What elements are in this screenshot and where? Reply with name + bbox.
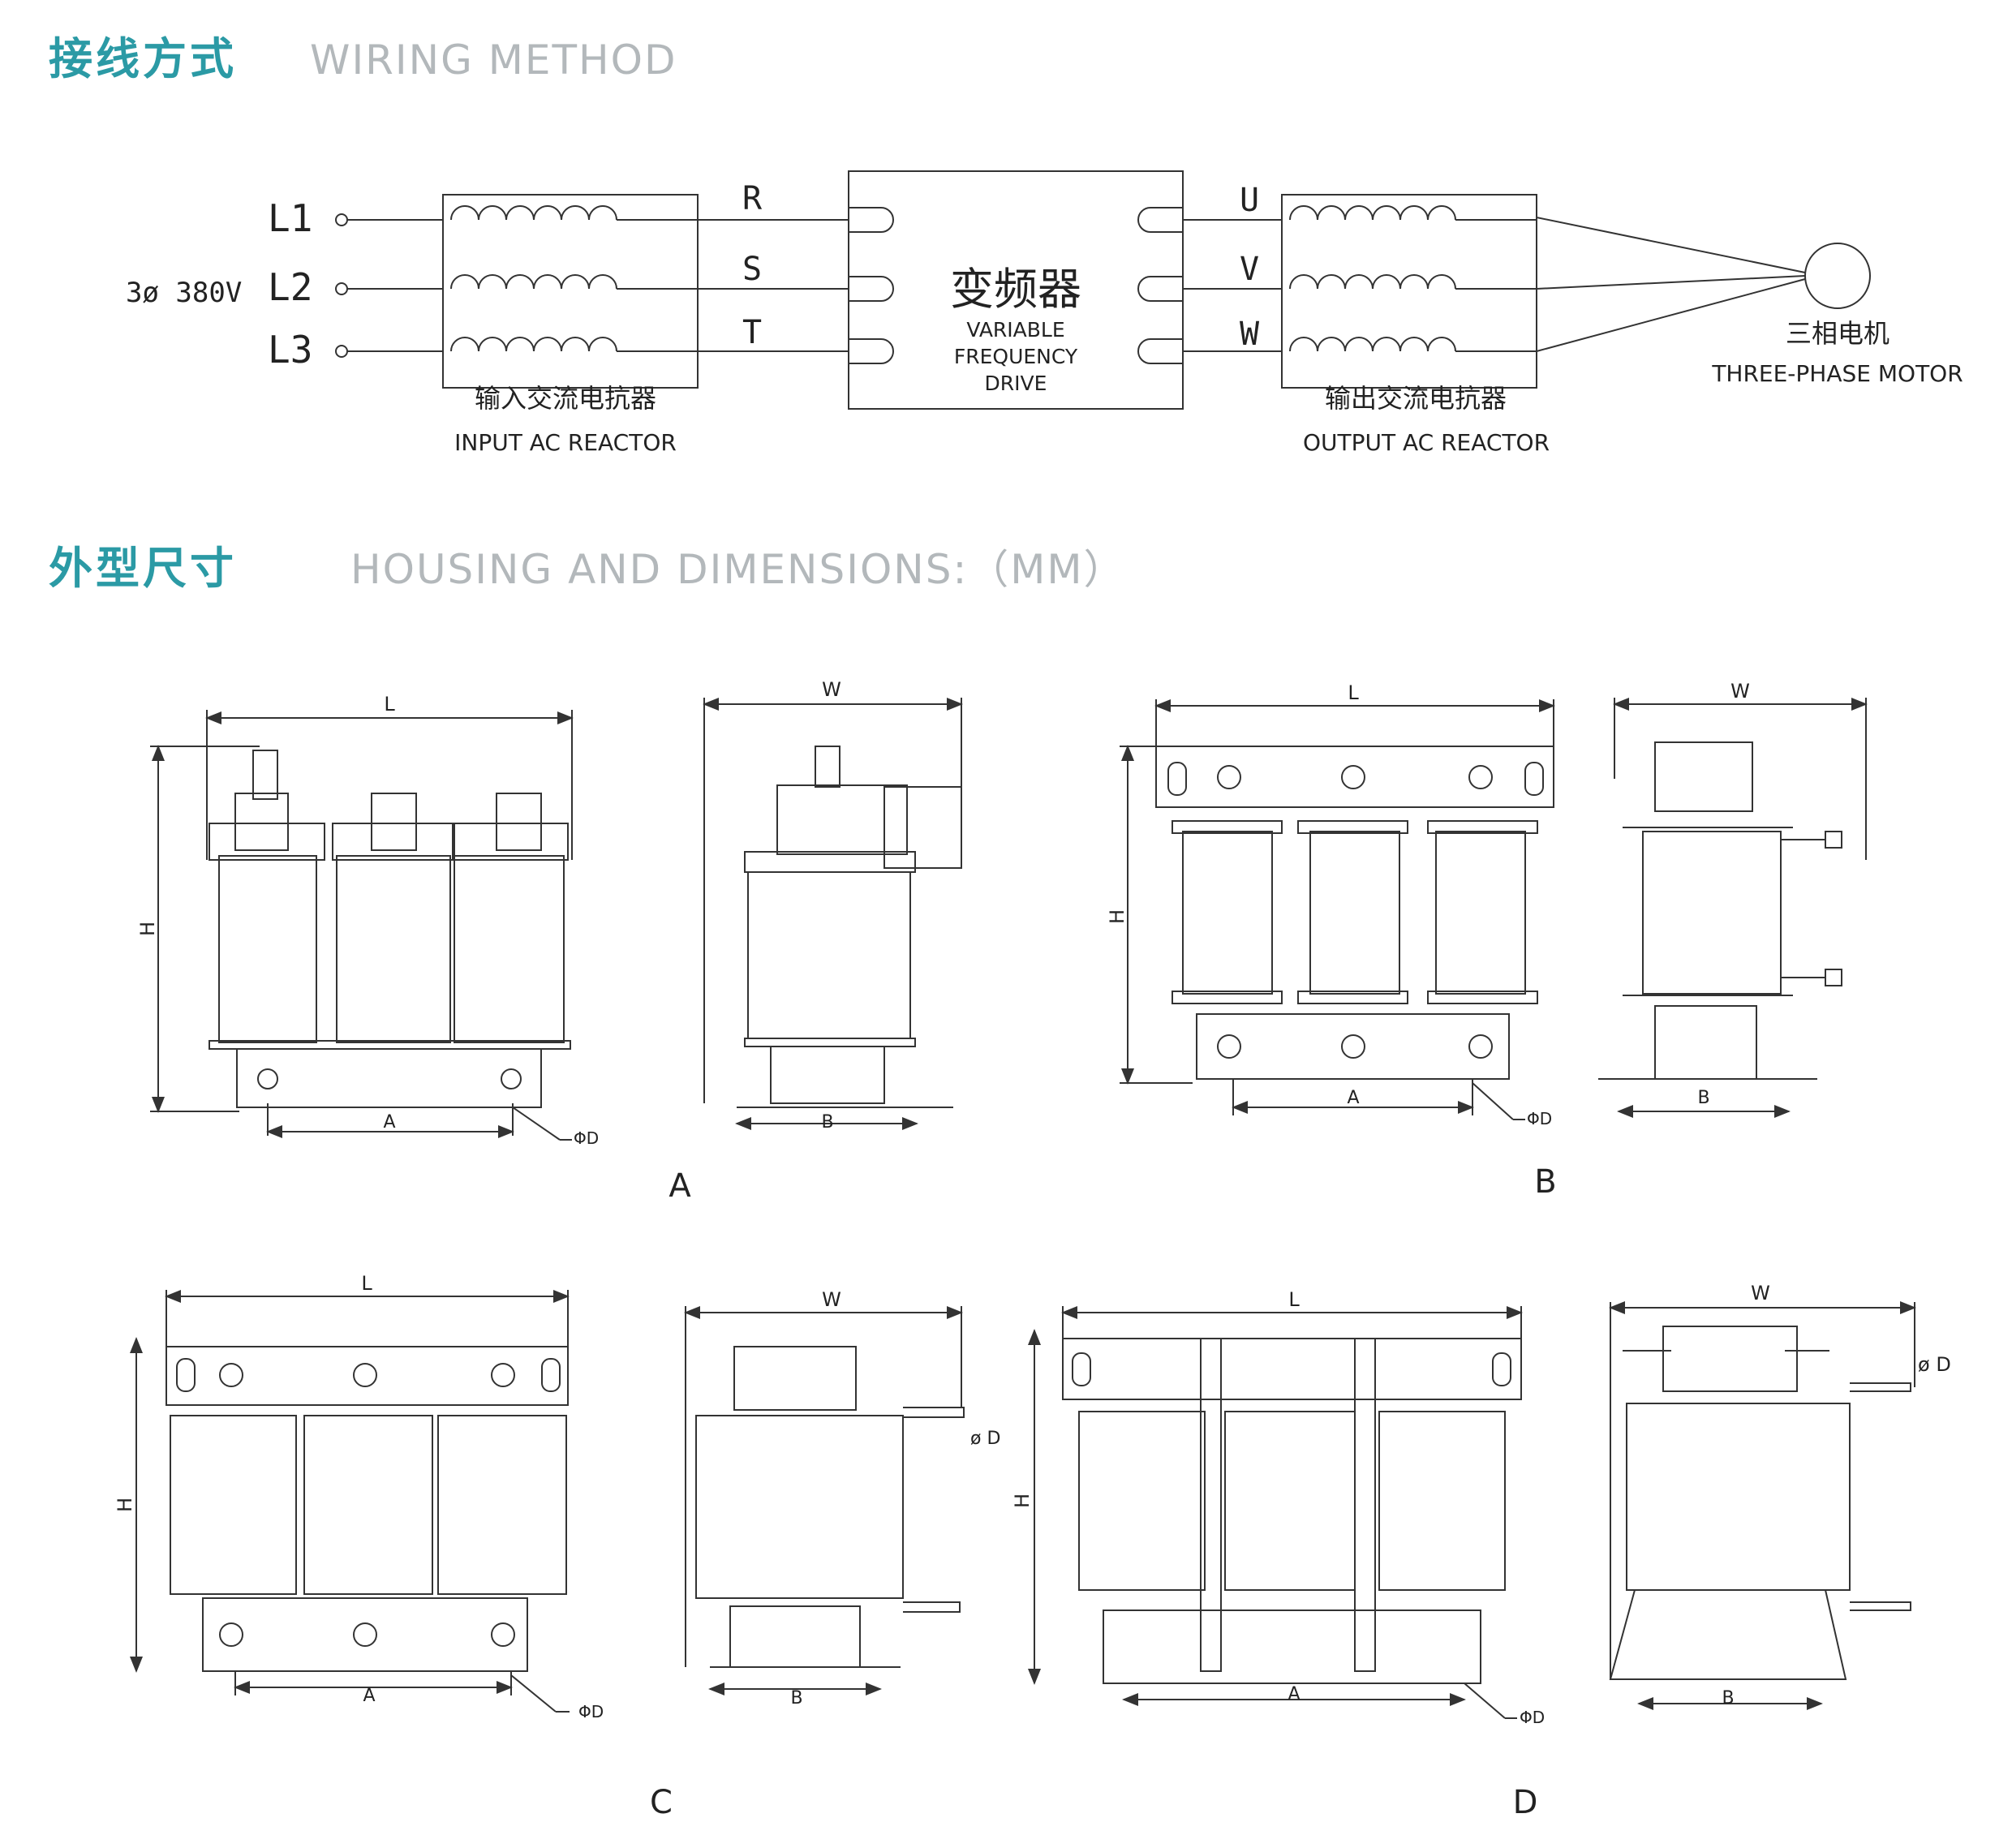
type-c-b-label: B bbox=[790, 1688, 802, 1708]
line-label-l1: L1 bbox=[268, 196, 312, 240]
type-c-phid-label: ΦD bbox=[578, 1702, 604, 1721]
drive-output-v: V bbox=[1240, 251, 1259, 288]
type-b-label: B bbox=[1534, 1163, 1556, 1201]
output-reactor-box bbox=[1281, 194, 1537, 389]
drive-input-s: S bbox=[742, 251, 762, 288]
wiring-diagram: 3ø 380V L1 L2 L3 输入交流电抗器 INPUT AC REACTO… bbox=[126, 170, 1963, 456]
drive-input-t: T bbox=[742, 314, 762, 351]
line-label-l3: L3 bbox=[268, 328, 312, 372]
drive-label-en-2: FREQUENCY bbox=[954, 345, 1078, 368]
type-a-phid-label: ΦD bbox=[574, 1128, 599, 1148]
output-reactor-label-en: OUTPUT AC REACTOR bbox=[1303, 429, 1550, 456]
wiring-title-zh: 接线方式 bbox=[49, 33, 237, 84]
type-a-w-label: W bbox=[822, 678, 841, 701]
type-d-h-label: H bbox=[1011, 1493, 1034, 1508]
input-reactor-box bbox=[442, 194, 699, 389]
type-c-w-label: W bbox=[822, 1288, 841, 1311]
type-d-phid-label: ΦD bbox=[1520, 1708, 1545, 1727]
type-a-label: A bbox=[669, 1167, 691, 1205]
type-b-b-label: B bbox=[1697, 1088, 1709, 1108]
wiring-title-en: WIRING METHOD bbox=[310, 37, 677, 84]
type-d-a-label: A bbox=[1288, 1684, 1300, 1704]
input-reactor-label-en: INPUT AC REACTOR bbox=[454, 429, 677, 456]
type-c-front-view bbox=[130, 1290, 570, 1713]
output-lines bbox=[1183, 219, 1282, 352]
type-c-a-label: A bbox=[363, 1686, 375, 1706]
input-lines bbox=[698, 219, 849, 352]
type-c-h-label: H bbox=[114, 1498, 136, 1512]
drive-label-en-1: VARIABLE bbox=[966, 318, 1064, 342]
drive-input-r: R bbox=[742, 180, 763, 217]
type-a-a-label: A bbox=[383, 1112, 395, 1132]
type-a-l-label: L bbox=[384, 693, 395, 716]
line-label-l2: L2 bbox=[268, 265, 312, 309]
type-a-b-label: B bbox=[821, 1112, 833, 1132]
type-a-front-view bbox=[150, 710, 574, 1141]
type-c-l-label: L bbox=[361, 1272, 372, 1295]
motor-label-zh: 三相电机 bbox=[1786, 318, 1889, 349]
type-b-l-label: L bbox=[1348, 681, 1359, 704]
type-c-phid-side-label: ø D bbox=[970, 1429, 1000, 1449]
type-b-w-label: W bbox=[1730, 680, 1750, 703]
housing-title-zh: 外型尺寸 bbox=[49, 543, 237, 594]
type-c-label: C bbox=[650, 1784, 673, 1821]
type-b-h-label: H bbox=[1106, 909, 1129, 924]
housing-heading: 外型尺寸 HOUSING AND DIMENSIONS:（MM） bbox=[49, 532, 1126, 596]
type-b-phid-label: ΦD bbox=[1527, 1109, 1552, 1128]
type-d-front-view bbox=[1028, 1306, 1523, 1719]
input-reactor-label-zh: 输入交流电抗器 bbox=[475, 383, 656, 414]
motor-label-en: THREE-PHASE MOTOR bbox=[1711, 360, 1963, 387]
supply-terminals bbox=[335, 213, 443, 358]
output-reactor-label-zh: 输出交流电抗器 bbox=[1325, 383, 1507, 414]
type-a-h-label: H bbox=[136, 922, 159, 936]
wiring-method-heading: 接线方式 WIRING METHOD bbox=[49, 23, 677, 87]
type-b-front-view bbox=[1120, 699, 1555, 1120]
housing-title-en: HOUSING AND DIMENSIONS:（MM） bbox=[350, 546, 1126, 593]
type-b-side-view bbox=[1598, 698, 1868, 1118]
drive-output-w: W bbox=[1240, 316, 1260, 353]
type-c-side-view bbox=[684, 1306, 965, 1695]
motor-symbol bbox=[1804, 243, 1871, 309]
type-d-phid-side-label: ø D bbox=[1918, 1353, 1951, 1376]
type-a-side-view bbox=[703, 698, 963, 1130]
type-d-b-label: B bbox=[1722, 1688, 1734, 1708]
type-d-side-view bbox=[1609, 1301, 1916, 1710]
type-d-l-label: L bbox=[1288, 1288, 1300, 1311]
drive-label-zh: 变频器 bbox=[950, 264, 1081, 315]
supply-label: 3ø 380V bbox=[126, 277, 242, 309]
drive-label-en-3: DRIVE bbox=[985, 372, 1047, 395]
motor-connections bbox=[1536, 217, 1871, 352]
drive-output-u: U bbox=[1240, 182, 1259, 219]
drive-box bbox=[848, 170, 1184, 410]
type-b-a-label: A bbox=[1347, 1088, 1359, 1108]
type-d-w-label: W bbox=[1751, 1282, 1770, 1304]
type-d-label: D bbox=[1513, 1784, 1538, 1821]
